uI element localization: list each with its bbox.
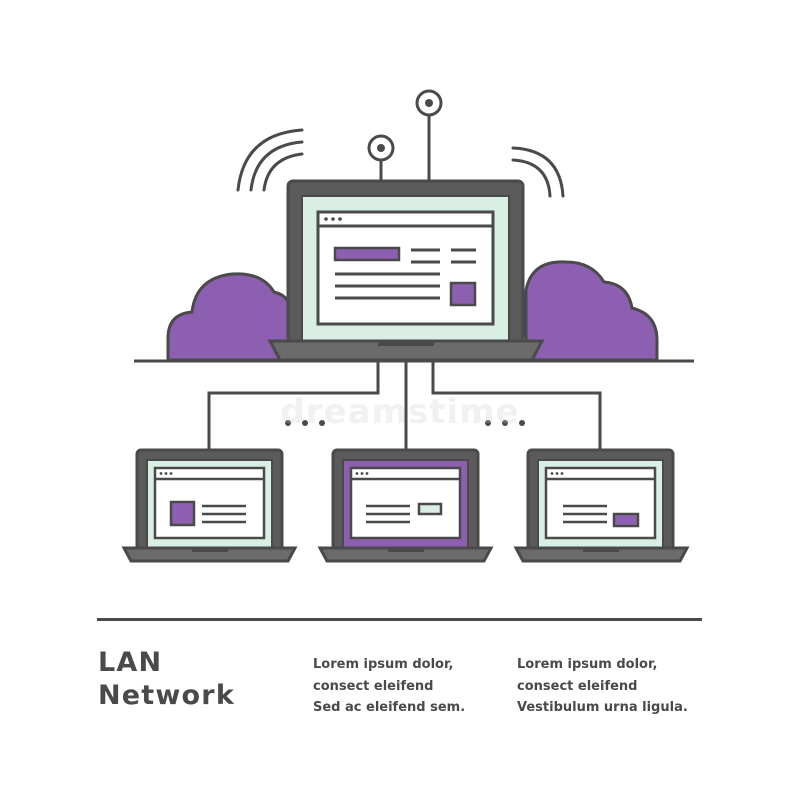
caption-text-line: Vestibulum urna ligula. <box>517 700 688 715</box>
client-laptop-icon <box>317 448 494 563</box>
caption-column-1: Lorem ipsum dolor, consect eleifend Sed … <box>313 654 528 719</box>
caption-text-line: consect eleifend <box>313 678 434 694</box>
client-laptop-icon <box>513 448 690 563</box>
antenna-icon <box>367 134 395 182</box>
title-line: LAN <box>98 647 163 678</box>
caption-text-line: Lorem ipsum dolor, <box>313 657 454 672</box>
title-line: Network <box>98 680 235 711</box>
server-laptop-icon <box>267 179 545 362</box>
caption-text-line: Lorem ipsum dolor, <box>517 657 658 672</box>
client-laptop-icon <box>121 448 298 563</box>
caption-title: LAN Network <box>98 646 235 712</box>
wifi-signal-icon <box>511 146 565 198</box>
caption-column-2: Lorem ipsum dolor, consect eleifend Vest… <box>517 654 732 719</box>
caption-text-line: Sed ac eleifend sem. <box>313 700 466 715</box>
network-connectors <box>207 361 602 450</box>
divider <box>97 618 702 621</box>
caption-text-line: consect eleifend <box>517 678 638 694</box>
wifi-signal-icon <box>236 128 304 192</box>
lan-network-illustration <box>121 89 694 563</box>
ellipsis-icon <box>285 420 325 426</box>
cloud-icon <box>524 260 659 362</box>
antenna-icon <box>415 89 443 182</box>
ellipsis-icon <box>485 420 525 426</box>
